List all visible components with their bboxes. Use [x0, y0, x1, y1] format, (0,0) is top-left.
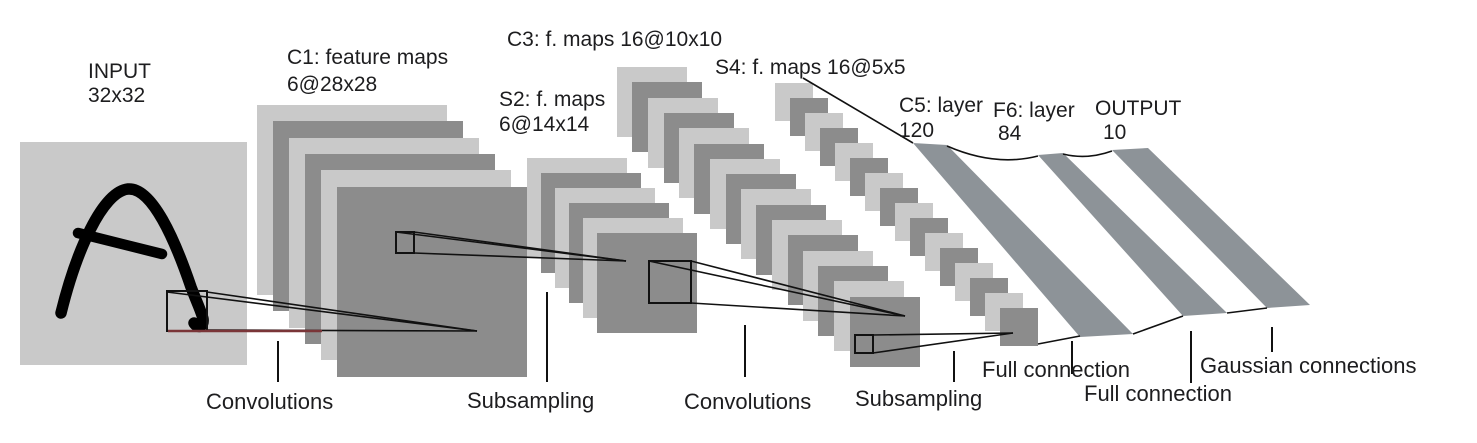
c1-label-size: 6@28x28 [287, 73, 377, 96]
f6-label-title: F6: layer [993, 99, 1075, 122]
connection-line [206, 291, 478, 332]
f6-label-size: 84 [998, 122, 1022, 145]
fully-connected-bands [913, 143, 1310, 337]
operation-labels: Convolutions Subsampling Convolutions Su… [206, 353, 1416, 414]
feature-map-sheet [597, 233, 697, 333]
operation-ticks [277, 292, 1273, 383]
full-connection-label-1: Full connection [982, 357, 1130, 382]
handwritten-a-arch [55, 183, 209, 333]
output-label-title: OUTPUT [1095, 97, 1182, 120]
input-image [20, 142, 247, 365]
connection-line [1037, 335, 1081, 345]
f6-layer-band [1038, 153, 1227, 316]
c3-feature-map-stack [617, 67, 920, 367]
receptive-field-box [648, 260, 692, 304]
connection-line [690, 302, 906, 317]
connection-line [1132, 315, 1184, 335]
convolutions-label-1: Convolutions [206, 389, 333, 414]
connection-line [413, 252, 627, 262]
connection-line [690, 260, 906, 317]
layer-labels: INPUT 32x32 C1: feature maps 6@28x28 C3:… [88, 28, 1182, 145]
connection-line [166, 291, 478, 332]
receptive-field-boxes [166, 231, 874, 354]
c1-feature-map-stack [257, 105, 527, 377]
s2-feature-map-stack [527, 158, 697, 333]
band-top-connector [1062, 150, 1113, 158]
c5-layer-band [913, 143, 1133, 337]
c3-label-title: C3: f. maps 16@10x10 [507, 28, 722, 51]
connection-line [648, 260, 906, 317]
feature-map-sheet [1000, 308, 1038, 346]
s4-label-title: S4: f. maps 16@5x5 [715, 56, 906, 79]
connection-line [872, 332, 1014, 336]
receptive-field-box [854, 334, 874, 354]
input-label-title: INPUT [88, 60, 151, 83]
connection-line [1226, 307, 1268, 314]
feature-map-sheet [850, 297, 920, 367]
handwritten-a-crossbar [72, 227, 168, 260]
receptive-field-box [395, 231, 415, 254]
full-connection-label-2: Full connection [1084, 381, 1232, 406]
input-plane [20, 142, 247, 365]
output-layer-band [1112, 148, 1310, 308]
c5-label-size: 120 [899, 119, 934, 142]
band-top-connector [946, 145, 1039, 161]
convolutions-label-2: Convolutions [684, 389, 811, 414]
gaussian-connections-label: Gaussian connections [1200, 353, 1416, 378]
s2-label-size: 6@14x14 [499, 113, 590, 136]
connection-line [872, 332, 1014, 354]
s4-feature-map-stack [775, 83, 1038, 346]
feature-map-sheet [337, 187, 527, 377]
connection-line [413, 231, 627, 262]
c1-label-title: C1: feature maps [287, 46, 448, 69]
output-label-size: 10 [1103, 121, 1126, 144]
subsampling-label-2: Subsampling [855, 386, 982, 411]
s2-label-title: S2: f. maps [499, 88, 605, 111]
input-label-size: 32x32 [88, 84, 145, 107]
connection-lines [166, 77, 1268, 354]
s4-label-pointer-line [802, 77, 914, 144]
c5-label-title: C5: layer [899, 94, 983, 117]
subsampling-label-1: Subsampling [467, 388, 594, 413]
